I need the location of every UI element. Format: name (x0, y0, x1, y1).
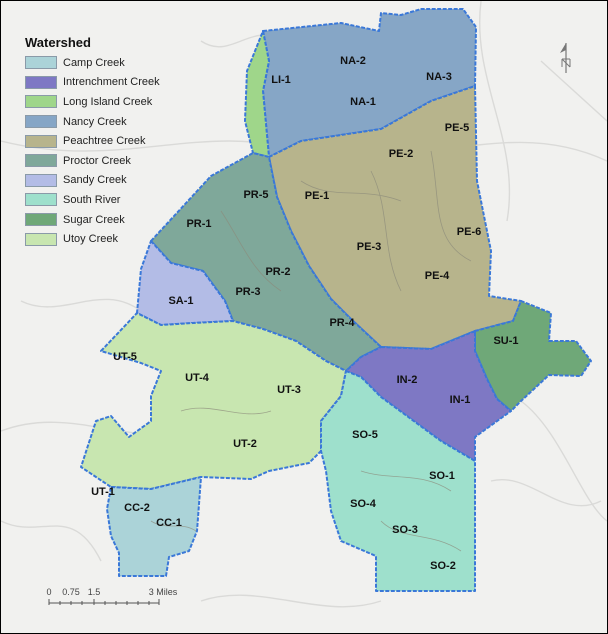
region-south-river[interactable] (320, 370, 476, 592)
scale-tick-0: 0 (46, 587, 51, 597)
label-in-2: IN-2 (397, 374, 418, 386)
legend-label: Sandy Creek (63, 174, 127, 187)
label-pe-2: PE-2 (389, 148, 413, 160)
legend-item: Proctor Creek (25, 151, 175, 171)
label-pr-2: PR-2 (265, 266, 290, 278)
legend-item: Peachtree Creek (25, 131, 175, 151)
legend-item: South River (25, 190, 175, 210)
label-sa-1: SA-1 (168, 295, 193, 307)
legend-swatch (25, 75, 57, 89)
label-so-4: SO-4 (350, 498, 377, 510)
legend-swatch (25, 95, 57, 109)
label-so-5: SO-5 (352, 429, 378, 441)
label-na-3: NA-3 (426, 71, 452, 83)
label-in-1: IN-1 (450, 394, 471, 406)
label-pe-4: PE-4 (425, 270, 450, 282)
label-pr-4: PR-4 (329, 317, 355, 329)
legend-item: Sugar Creek (25, 210, 175, 230)
legend-label: Utoy Creek (63, 233, 119, 246)
label-pr-5: PR-5 (243, 189, 268, 201)
label-na-2: NA-2 (340, 55, 366, 67)
label-li-1: LI-1 (271, 74, 291, 86)
legend-label: Camp Creek (63, 56, 125, 69)
legend-title: Watershed (25, 35, 91, 50)
region-peachtree-creek[interactable] (268, 85, 522, 350)
label-ut-1: UT-1 (91, 486, 115, 498)
legend-label: Long Island Creek (63, 95, 153, 108)
label-pe-3: PE-3 (357, 241, 381, 253)
region-labels: LI-1 NA-2 NA-3 NA-1 PE-5 PE-2 PE-1 PE-6 … (91, 55, 518, 572)
legend-label: Intrenchment Creek (63, 76, 160, 89)
legend-label: Sugar Creek (63, 213, 125, 226)
legend-label: Proctor Creek (63, 154, 131, 167)
legend-swatch (25, 213, 57, 227)
scale-tick-2: 1.5 (88, 587, 101, 597)
label-cc-1: CC-1 (156, 517, 182, 529)
legend-label: South River (63, 193, 121, 206)
label-ut-5: UT-5 (113, 351, 137, 363)
label-ut-3: UT-3 (277, 384, 301, 396)
label-pr-3: PR-3 (235, 286, 260, 298)
legend-item: Sandy Creek (25, 171, 175, 191)
label-so-1: SO-1 (429, 470, 455, 482)
legend-swatch (25, 173, 57, 187)
scale-bar: 0 0.75 1.5 3 Miles (46, 587, 178, 605)
scale-tick-3: 3 Miles (149, 587, 178, 597)
label-pe-5: PE-5 (445, 122, 469, 134)
label-su-1: SU-1 (493, 335, 518, 347)
scale-tick-1: 0.75 (62, 587, 80, 597)
legend-swatch (25, 115, 57, 129)
legend-item: Intrenchment Creek (25, 73, 175, 93)
legend-label: Nancy Creek (63, 115, 127, 128)
north-arrow-icon (560, 43, 571, 73)
legend-swatch (25, 154, 57, 168)
legend-swatch (25, 232, 57, 246)
label-so-2: SO-2 (430, 560, 456, 572)
label-na-1: NA-1 (350, 96, 376, 108)
label-cc-2: CC-2 (124, 502, 150, 514)
legend-item: Long Island Creek (25, 92, 175, 112)
legend-swatch (25, 134, 57, 148)
legend-item: Nancy Creek (25, 112, 175, 132)
legend-swatch (25, 193, 57, 207)
legend-item: Camp Creek (25, 53, 175, 73)
label-pe-6: PE-6 (457, 226, 481, 238)
legend-label: Peachtree Creek (63, 135, 146, 148)
legend-item: Utoy Creek (25, 229, 175, 249)
label-pe-1: PE-1 (305, 190, 329, 202)
region-proctor-creek[interactable] (150, 152, 382, 372)
region-utoy-creek[interactable] (80, 312, 347, 490)
watershed-polygons[interactable] (80, 8, 592, 592)
region-camp-creek[interactable] (106, 476, 202, 577)
label-ut-2: UT-2 (233, 438, 257, 450)
label-so-3: SO-3 (392, 524, 418, 536)
legend-swatch (25, 56, 57, 70)
label-ut-4: UT-4 (185, 372, 210, 384)
subbasin-lines (150, 150, 472, 552)
label-pr-1: PR-1 (186, 218, 211, 230)
